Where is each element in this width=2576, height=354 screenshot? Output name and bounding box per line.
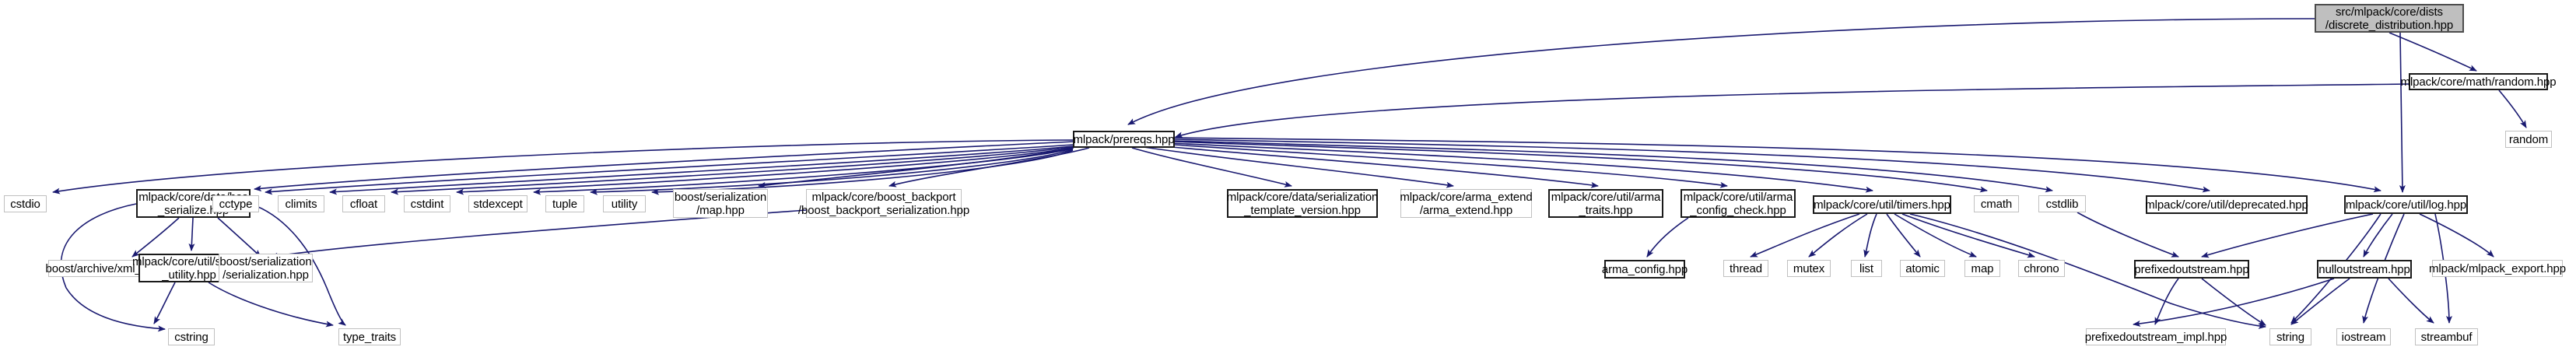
graph-node-n2[interactable]: random: [2505, 131, 2552, 148]
graph-node-n33[interactable]: chrono: [2018, 260, 2065, 277]
graph-node-n10[interactable]: stdexcept: [468, 195, 527, 212]
graph-node-n37[interactable]: cstring: [168, 328, 215, 345]
graph-node-label: iostream: [2341, 330, 2386, 344]
graph-node-n18[interactable]: mlpack/core/util/arma _config_check.hpp: [1681, 189, 1796, 218]
graph-node-n9[interactable]: cstdint: [404, 195, 450, 212]
graph-node-n29[interactable]: mutex: [1787, 260, 1831, 277]
graph-node-n19[interactable]: mlpack/core/util/timers.hpp: [1813, 195, 1951, 214]
graph-node-label: mlpack/core/arma_extend /arma_extend.hpp: [1400, 190, 1533, 217]
graph-node-label: mlpack/core/util/sfinae _utility.hpp: [131, 254, 247, 282]
graph-node-n34[interactable]: prefixedoutstream.hpp: [2134, 260, 2249, 279]
graph-node-label: cmath: [1980, 197, 2013, 211]
graph-node-label: map: [1971, 261, 1994, 275]
graph-node-label: type_traits: [342, 330, 397, 344]
graph-node-label: utility: [611, 197, 638, 211]
graph-node-n8[interactable]: cfloat: [342, 195, 385, 212]
graph-node-n6[interactable]: cctype: [212, 195, 259, 212]
graph-node-label: random: [2508, 132, 2549, 146]
graph-node-label: string: [2276, 330, 2305, 344]
graph-node-n7[interactable]: climits: [278, 195, 324, 212]
graph-node-label: atomic: [1905, 261, 1940, 275]
graph-node-label: mlpack/core/util/log.hpp: [2345, 198, 2467, 212]
graph-node-n42[interactable]: streambuf: [2415, 328, 2478, 345]
graph-node-n13[interactable]: boost/serialization /map.hpp: [673, 189, 768, 218]
graph-node-n16[interactable]: mlpack/core/arma_extend /arma_extend.hpp: [1400, 189, 1533, 218]
graph-node-n35[interactable]: nulloutstream.hpp: [2317, 260, 2412, 279]
graph-node-label: nulloutstream.hpp: [2318, 262, 2410, 276]
graph-node-n40[interactable]: string: [2269, 328, 2311, 345]
graph-node-label: mlpack/mlpack_export.hpp: [2428, 261, 2567, 275]
graph-node-label: cstring: [174, 330, 209, 344]
graph-node-n12[interactable]: utility: [603, 195, 646, 212]
graph-node-n27[interactable]: arma_config.hpp: [1601, 260, 1688, 279]
graph-node-label: prefixedoutstream.hpp: [2134, 262, 2249, 276]
graph-node-label: thread: [1730, 261, 1762, 275]
graph-node-n36[interactable]: mlpack/mlpack_export.hpp: [2428, 260, 2567, 277]
graph-node-label: mutex: [1793, 261, 1825, 275]
graph-node-n41[interactable]: iostream: [2336, 328, 2391, 345]
graph-node-label: streambuf: [2420, 330, 2473, 344]
graph-node-label: mlpack/core/boost_backport /boost_backpo…: [797, 190, 970, 217]
graph-node-label: mlpack/prereqs.hpp: [1073, 132, 1175, 146]
graph-node-label: cstdio: [10, 197, 40, 211]
graph-node-n14[interactable]: mlpack/core/boost_backport /boost_backpo…: [798, 189, 969, 218]
graph-node-n11[interactable]: tuple: [545, 195, 584, 212]
graph-node-n38[interactable]: type_traits: [338, 328, 401, 345]
graph-node-label: tuple: [552, 197, 578, 211]
graph-node-label: mlpack/core/data/serialization _template…: [1226, 190, 1379, 217]
graph-node-n22[interactable]: mlpack/core/util/deprecated.hpp: [2145, 195, 2308, 214]
graph-node-label: mlpack/core/util/deprecated.hpp: [2145, 198, 2308, 212]
graph-node-n15[interactable]: mlpack/core/data/serialization _template…: [1227, 189, 1378, 218]
graph-node-label: boost/serialization /serialization.hpp: [219, 254, 312, 282]
graph-node-n17[interactable]: mlpack/core/util/arma _traits.hpp: [1548, 189, 1663, 218]
graph-node-label: mlpack/core/util/timers.hpp: [1814, 198, 1950, 212]
graph-node-label: mlpack/core/util/arma _config_check.hpp: [1683, 190, 1793, 217]
graph-node-label: cfloat: [349, 197, 378, 211]
graph-node-n31[interactable]: atomic: [1900, 260, 1945, 277]
graph-node-n1[interactable]: mlpack/core/math/random.hpp: [2401, 73, 2557, 90]
graph-node-label: cstdlib: [2045, 197, 2079, 211]
graph-node-n30[interactable]: list: [1851, 260, 1882, 277]
graph-node-label: stdexcept: [473, 197, 523, 211]
graph-node-label: list: [1859, 261, 1873, 275]
graph-node-n28[interactable]: thread: [1723, 260, 1768, 277]
graph-node-label: src/mlpack/core/dists /discrete_distribu…: [2325, 5, 2454, 32]
graph-node-n3[interactable]: mlpack/prereqs.hpp: [1073, 131, 1175, 148]
graph-node-label: prefixedoutstream_impl.hpp: [2084, 330, 2227, 344]
graph-node-n26[interactable]: boost/serialization /serialization.hpp: [219, 254, 313, 282]
graph-node-n4[interactable]: cstdio: [4, 195, 47, 212]
graph-node-label: chrono: [2024, 261, 2059, 275]
graph-node-n20[interactable]: cmath: [1974, 195, 2019, 212]
graph-node-label: mlpack/core/math/random.hpp: [2400, 75, 2557, 89]
graph-node-n32[interactable]: map: [1964, 260, 2000, 277]
graph-node-label: arma_config.hpp: [1601, 262, 1688, 276]
graph-node-n0[interactable]: src/mlpack/core/dists /discrete_distribu…: [2315, 4, 2464, 33]
graph-node-label: boost/serialization /map.hpp: [674, 190, 767, 217]
graph-node-n21[interactable]: cstdlib: [2038, 195, 2086, 212]
graph-node-label: mlpack/core/util/arma _traits.hpp: [1551, 190, 1661, 217]
graph-node-label: cctype: [219, 197, 253, 211]
graph-node-label: cstdint: [410, 197, 444, 211]
graph-node-label: climits: [285, 197, 317, 211]
graph-node-n23[interactable]: mlpack/core/util/log.hpp: [2344, 195, 2468, 214]
graph-node-n39[interactable]: prefixedoutstream_impl.hpp: [2084, 328, 2227, 345]
